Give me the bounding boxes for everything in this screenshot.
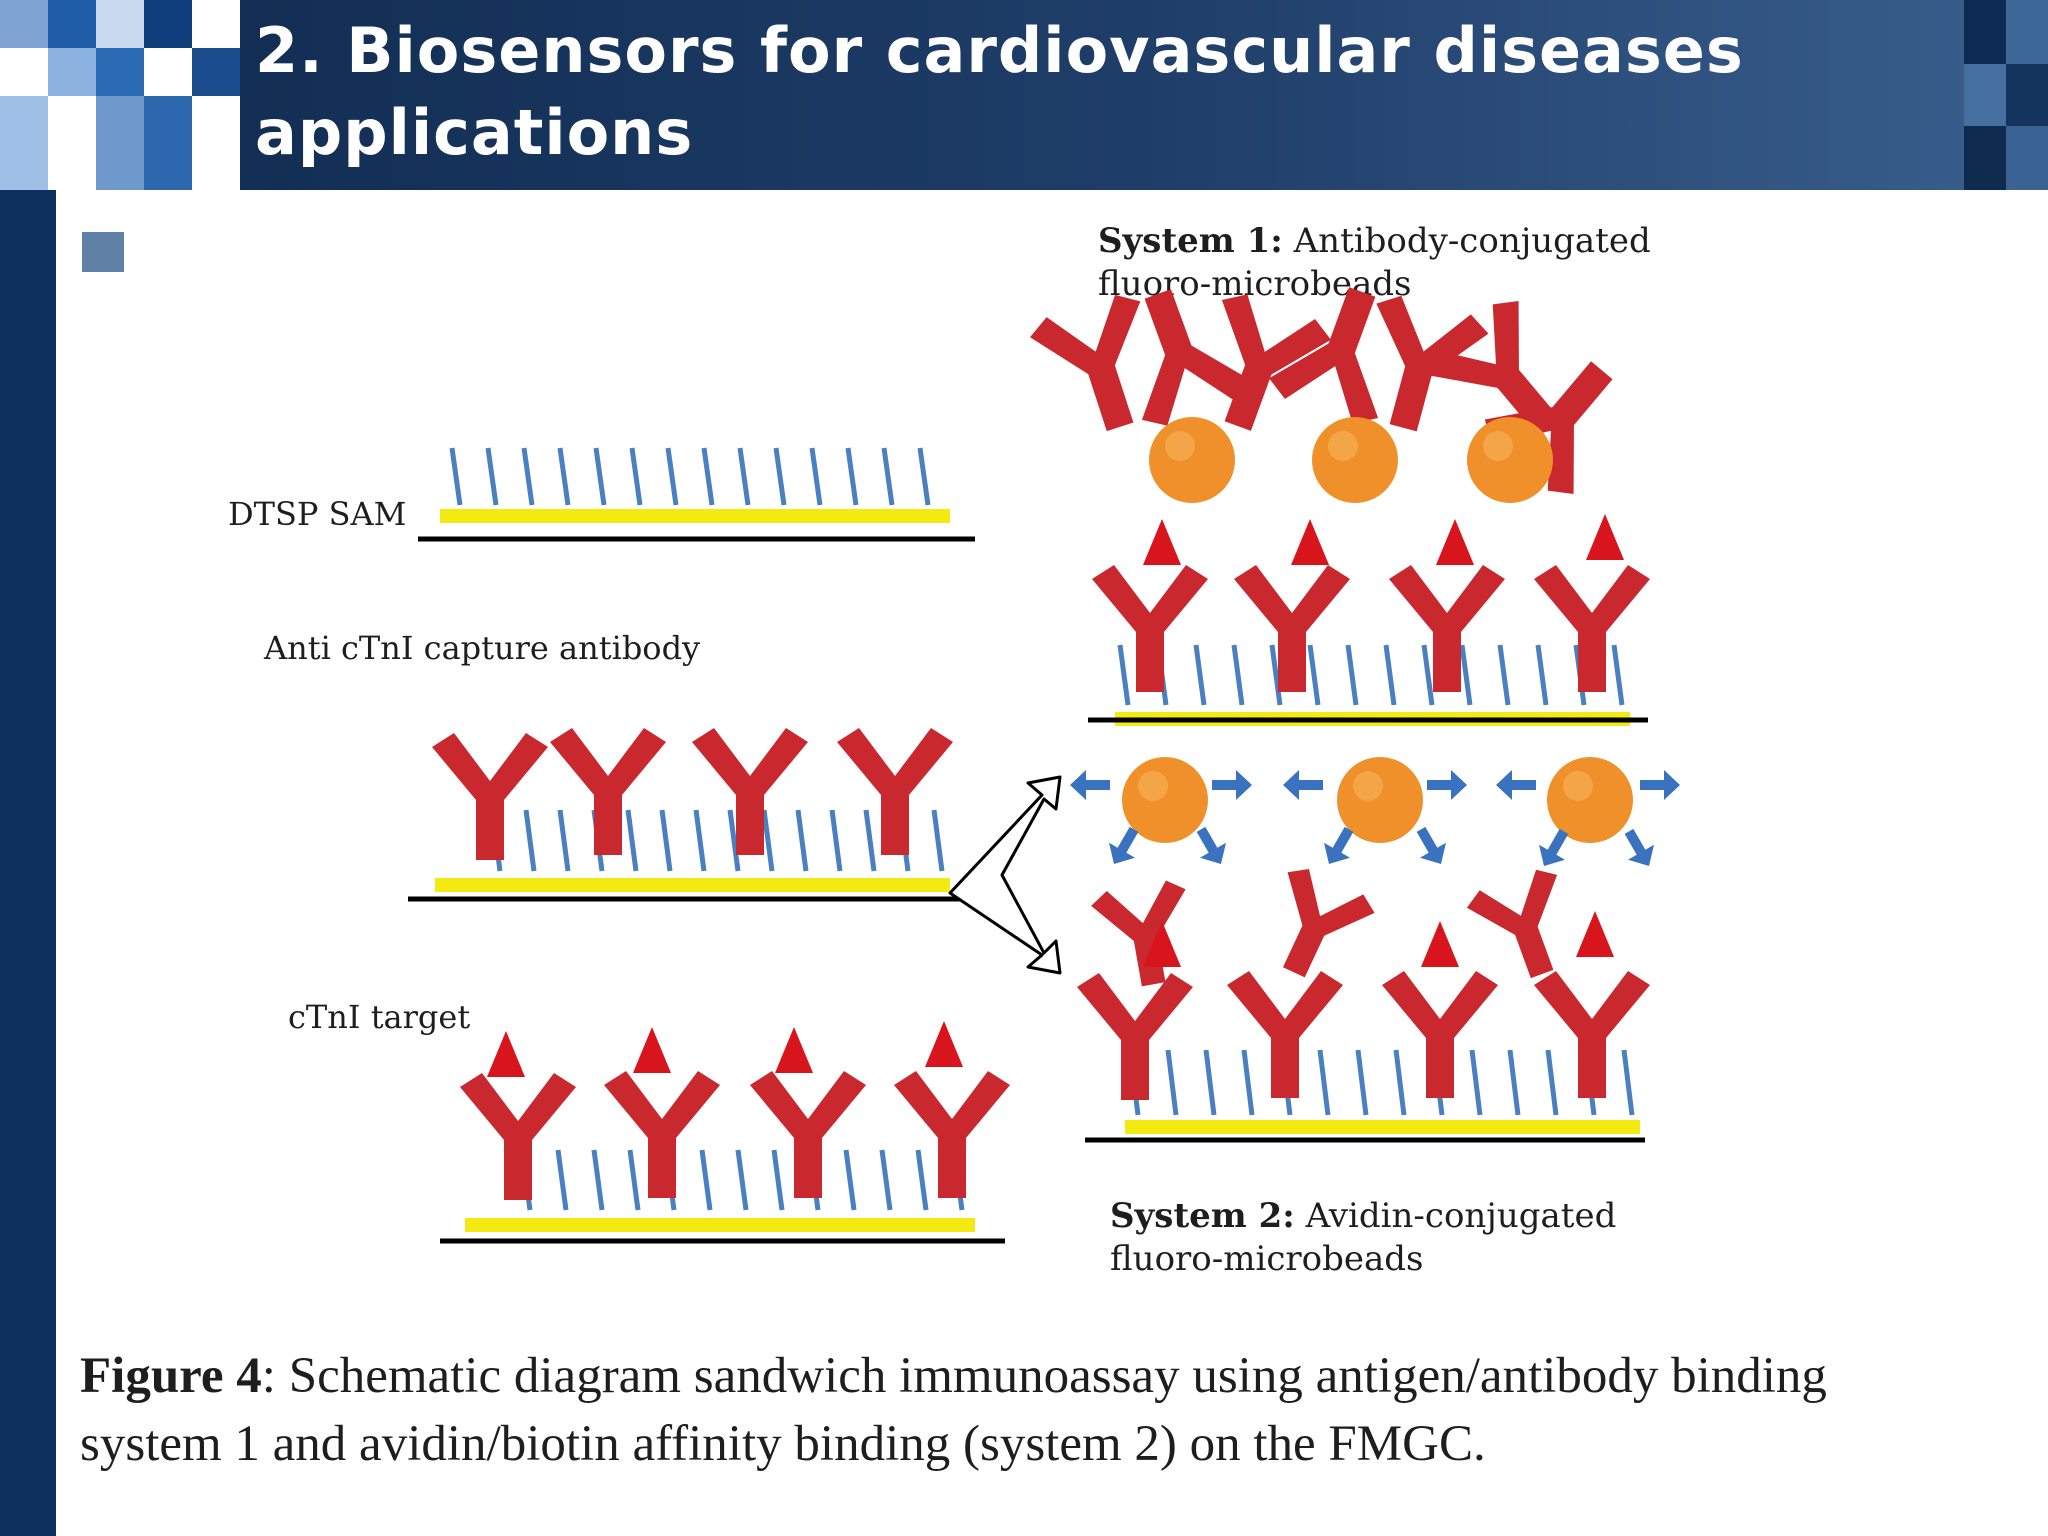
label-system1: System 1: Antibody-conjugated — [1098, 221, 1651, 261]
ctni-antigen — [1436, 519, 1474, 565]
panel-dtsp-sam: DTSP SAM — [228, 447, 975, 542]
sam-lines — [449, 447, 931, 506]
label-capture-antibody: Anti cTnI capture antibody — [263, 629, 700, 667]
capture-antibody — [692, 728, 808, 855]
label-system2: System 2: Avidin-conjugated — [1110, 1196, 1616, 1236]
capture-antibody — [1077, 973, 1193, 1100]
ctni-antigen — [925, 1021, 963, 1067]
fluoro-microbead — [1312, 417, 1398, 503]
label-system2-line2: fluoro-microbeads — [1110, 1239, 1424, 1279]
sam-lines — [1117, 644, 1625, 706]
caption-line2: system 1 and avidin/biotin affinity bind… — [80, 1416, 1486, 1472]
label-dtsp-sam: DTSP SAM — [228, 495, 406, 533]
capture-antibody — [550, 728, 666, 855]
double-arrow-icon — [948, 775, 1062, 975]
ctni-antigen — [487, 1031, 525, 1077]
ctni-antigen — [1586, 514, 1624, 560]
gold-layer — [435, 878, 950, 892]
ctni-antigen — [1291, 519, 1329, 565]
capture-antibody — [1234, 565, 1350, 692]
bullet-square — [82, 232, 124, 272]
detection-antibody — [1250, 861, 1380, 993]
ctni-antigen — [1143, 519, 1181, 565]
immunoassay-diagram: DTSP SAM Anti cTnI capture antibody — [228, 221, 1680, 1279]
slide-title-line2: applications — [255, 96, 694, 169]
capture-antibody — [1389, 565, 1505, 692]
detection-antibody — [1462, 863, 1588, 991]
sam-lines — [519, 1149, 965, 1211]
capture-antibody — [1534, 565, 1650, 692]
gold-layer — [440, 509, 950, 523]
caption-line1: Figure 4: Schematic diagram sandwich imm… — [80, 1342, 2040, 1410]
capture-antibody — [894, 1071, 1010, 1198]
gold-layer — [465, 1218, 975, 1232]
caption-text-1: : Schematic diagram sandwich immunoassay… — [261, 1348, 1827, 1404]
capture-antibody — [604, 1071, 720, 1198]
fluoro-microbead — [1467, 417, 1553, 503]
detection-antibody — [1089, 877, 1201, 993]
ctni-antigen — [1576, 911, 1614, 957]
fluoro-microbead — [1149, 417, 1235, 503]
ctni-antigen — [775, 1027, 813, 1073]
system-1: System 1: Antibody-conjugated fluoro-mic… — [1025, 221, 1651, 726]
capture-antibody — [1092, 565, 1208, 692]
left-accent-bar — [0, 190, 56, 1536]
slide-header: 2. Biosensors for cardiovascular disease… — [0, 0, 2048, 190]
label-ctni-target: cTnI target — [288, 998, 470, 1036]
figure-caption: Figure 4: Schematic diagram sandwich imm… — [80, 1342, 2040, 1478]
sam-lines — [1127, 1049, 1635, 1116]
slide-title-line1: 2. Biosensors for cardiovascular disease… — [255, 14, 1744, 87]
system-2: System 2: Avidin-conjugated fluoro-micro… — [1070, 757, 1680, 1279]
slide-title: 2. Biosensors for cardiovascular disease… — [255, 10, 1935, 174]
panel-capture-antibody: Anti cTnI capture antibody — [263, 629, 960, 902]
capture-antibody — [460, 1073, 576, 1200]
ctni-antigen — [1421, 921, 1459, 967]
panel-ctni-target: cTnI target — [288, 998, 1010, 1244]
gold-layer — [1125, 1120, 1640, 1134]
ctni-antigen — [633, 1027, 671, 1073]
sam-lines — [489, 809, 945, 872]
caption-figure-label: Figure 4 — [80, 1348, 262, 1404]
